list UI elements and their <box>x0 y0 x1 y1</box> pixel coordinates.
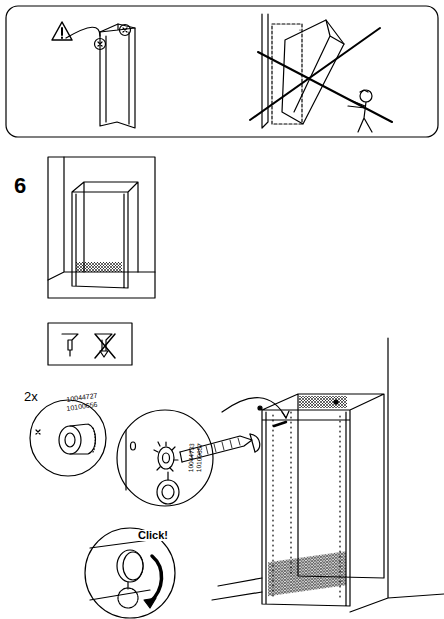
click-note: Click! <box>137 530 169 541</box>
part-number: 10044733 <box>188 443 196 472</box>
step-number: 6 <box>14 175 26 197</box>
quantity: 2x <box>24 390 38 403</box>
part-number: 10100657 <box>196 443 204 472</box>
